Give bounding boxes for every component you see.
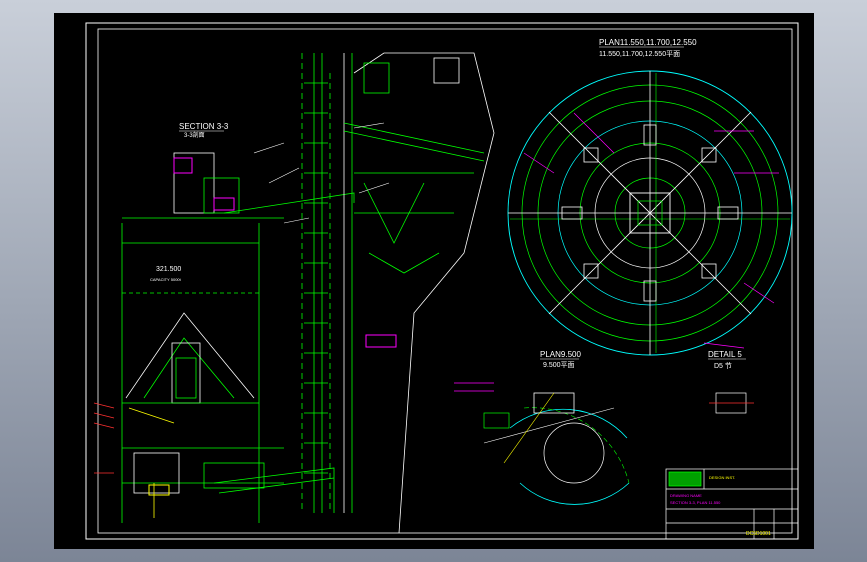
plan-view [507, 70, 793, 356]
plan2-title: PLAN9.500 [540, 350, 581, 359]
plan-9500-view [454, 382, 630, 505]
title-drawing-no: DC5D1001 [746, 531, 771, 537]
plan-subtitle: 11.550,11.700,12.550平面 [599, 50, 680, 58]
capacity-label: CAPACITY 5000t [150, 277, 182, 282]
section-subtitle: 3-3剖面 [184, 131, 205, 139]
title-company: DESIGN INST. [709, 475, 735, 480]
section-title: SECTION 3-3 [179, 122, 229, 131]
title-line1: DRAWING NAME [670, 493, 702, 498]
section-annotations [93, 122, 397, 518]
plan-title: PLAN11.550,11.700,12.550 [599, 38, 697, 47]
detail-title: DETAIL 5 [708, 350, 742, 359]
elevation-label: 321.500 [156, 266, 181, 273]
detail-subtitle: D5 节 [714, 362, 732, 370]
plan2-subtitle: 9.500平面 [543, 361, 575, 369]
cad-viewport[interactable]: SECTION 3-3 3-3剖面 321.500 CAPACITY 5000t [54, 13, 814, 549]
detail-5-view [709, 392, 754, 414]
title-block [665, 468, 799, 540]
title-line2: SECTION 3-3, PLAN 11.550 [670, 500, 721, 505]
outer-frame [85, 22, 799, 540]
section-view [121, 52, 495, 534]
cad-drawing: SECTION 3-3 3-3剖面 321.500 CAPACITY 5000t [85, 22, 799, 540]
inner-frame [97, 28, 793, 534]
